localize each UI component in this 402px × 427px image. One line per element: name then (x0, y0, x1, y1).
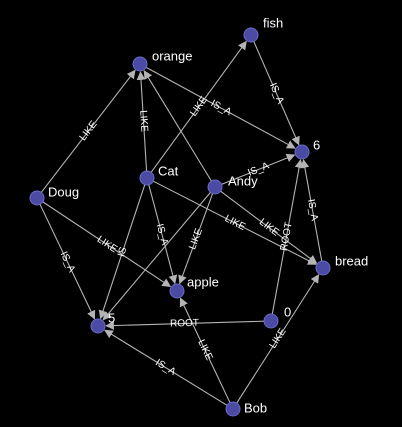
edge-bob-bread (236, 274, 320, 404)
node-circle-five[interactable] (90, 318, 106, 334)
node-circle-fish[interactable] (243, 27, 259, 43)
node-cat[interactable]: Cat (139, 163, 179, 186)
node-circle-cat[interactable] (139, 170, 155, 186)
node-circle-six[interactable] (294, 144, 310, 160)
node-bread[interactable]: bread (315, 253, 368, 276)
node-doug[interactable]: Doug (29, 184, 79, 206)
edge-bob-apple (179, 297, 231, 403)
edge-cat-five (98, 184, 146, 320)
edge-label-cat-orange: LIKE (137, 110, 149, 133)
node-label-six: 6 (313, 137, 320, 152)
node-circle-orange[interactable] (132, 56, 148, 72)
edge-doug-five (39, 204, 96, 320)
edge-cat-fish (150, 40, 247, 173)
edge-label-andy-apple: LIKE (187, 227, 205, 251)
edge-label-fish-six: IS_A (267, 81, 286, 106)
edge-label-bob-bread: LIKE (268, 326, 289, 350)
node-orange[interactable]: orange (132, 48, 192, 72)
edge-doug-apple (42, 201, 172, 288)
node-label-apple: apple (187, 274, 219, 289)
node-fish[interactable]: fish (243, 15, 283, 43)
node-zero[interactable]: 0 (263, 304, 291, 329)
edge-zero-six (271, 159, 304, 315)
edge-andy-orange (143, 70, 212, 182)
node-label-fish: fish (263, 15, 283, 30)
node-label-andy: Andy (228, 173, 258, 188)
edge-label-zero-six: ROOT (279, 221, 295, 251)
edge-cat-apple (148, 184, 178, 285)
node-circle-apple[interactable] (169, 283, 185, 299)
edges-layer (39, 40, 323, 406)
edge-bread-six (300, 159, 323, 262)
edge-andy-six (221, 153, 296, 185)
node-circle-zero[interactable] (263, 313, 279, 329)
node-label-doug: Doug (48, 184, 79, 199)
node-bob[interactable]: Bob (225, 400, 267, 417)
node-circle-bread[interactable] (315, 260, 331, 276)
edge-doug-orange (40, 69, 136, 193)
edge-label-doug-five: IS_A (58, 250, 77, 275)
edge-label-doug-apple: LIKE (95, 234, 119, 255)
node-label-five: 5 (108, 310, 115, 325)
edge-zero-five (105, 320, 265, 330)
node-label-bread: bread (335, 253, 368, 268)
edge-cat-orange (136, 71, 148, 172)
node-andy[interactable]: Andy (207, 173, 258, 195)
edge-bob-five (104, 329, 228, 406)
edge-label-andy-bread: LIKE (257, 217, 281, 239)
node-six[interactable]: 6 (294, 137, 320, 160)
edge-label-cat-apple: IS_A (154, 223, 170, 247)
node-apple[interactable]: apple (169, 274, 219, 299)
edge-orange-six (145, 66, 296, 149)
edge-label-doug-orange: LIKE (78, 119, 100, 143)
edge-label-bob-five: IS_A (153, 357, 178, 378)
node-five[interactable]: 5 (90, 310, 115, 334)
edge-andy-bread (220, 190, 318, 264)
edge-label-cat-five: IS (116, 246, 130, 259)
edge-andy-five (102, 192, 211, 321)
edge-label-cat-bread: LIKE (223, 213, 248, 233)
node-circle-andy[interactable] (207, 179, 223, 195)
node-circle-doug[interactable] (29, 190, 45, 206)
node-label-zero: 0 (284, 304, 291, 319)
edge-label-zero-five: ROOT (170, 318, 199, 330)
node-circle-bob[interactable] (225, 401, 241, 417)
edge-label-bob-apple: LIKE (195, 338, 214, 363)
edge-andy-apple (178, 193, 214, 285)
edge-cat-bread (152, 180, 317, 265)
node-label-cat: Cat (158, 163, 179, 178)
node-label-bob: Bob (244, 400, 267, 415)
edge-label-cat-fish: LIKE (188, 94, 210, 118)
edge-fish-six (253, 41, 300, 146)
edge-label-bread-six: IS_A (305, 198, 320, 222)
node-label-orange: orange (152, 48, 192, 63)
edge-label-orange-six: IS_A (209, 98, 234, 118)
